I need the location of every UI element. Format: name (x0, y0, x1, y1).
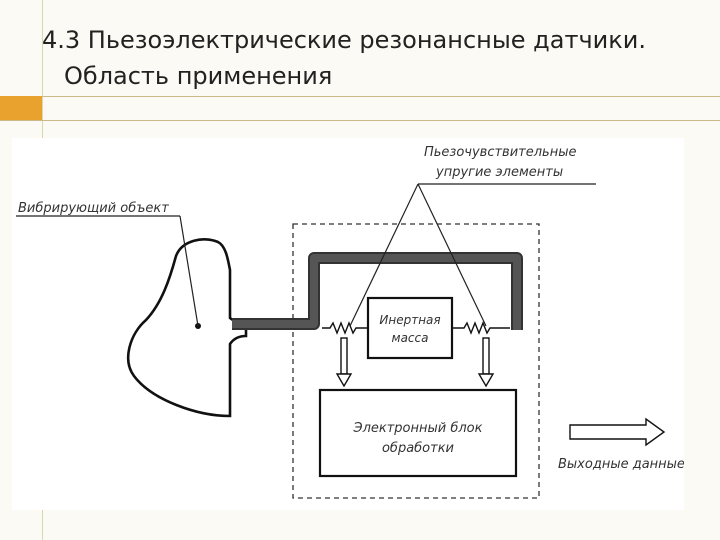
block-label-line-2: обработки (382, 441, 454, 456)
output-arrow (569, 417, 666, 447)
title-line-2: Область применения (64, 62, 333, 90)
elastic-frame-fill (232, 254, 521, 330)
inertial-mass-box (366, 296, 454, 360)
header-divider-bottom (0, 120, 720, 121)
sensor-diagram-svg: Инертная масса Пьезочувствительные упруг… (16, 145, 685, 499)
processing-block-box (318, 388, 518, 478)
left-signal-arrow-shaft (340, 337, 348, 375)
mass-label-line-2: масса (392, 331, 429, 345)
right-piezo-spring (452, 321, 510, 335)
right-signal-arrow-head (477, 373, 495, 388)
sensor-leader-left (349, 183, 419, 327)
object-label: Вибрирующий объект (18, 201, 169, 216)
vibrating-object-shape (126, 238, 248, 418)
sensor-label-line-2: упругие элементы (435, 165, 563, 180)
sensor-label-line-1: Пьезочувствительные (424, 145, 576, 160)
sensor-housing-outline (292, 223, 540, 499)
page-title: 4.3 Пьезоэлектрические резонансные датчи… (42, 22, 692, 94)
left-signal-arrow-head (335, 373, 353, 388)
sensor-diagram: Инертная масса Пьезочувствительные упруг… (12, 138, 685, 510)
sensor-leader-right (417, 183, 487, 327)
mass-label-line-1: Инертная (379, 313, 440, 327)
right-signal-arrow-shaft (482, 337, 490, 375)
left-piezo-spring (322, 321, 368, 335)
title-line-1: 4.3 Пьезоэлектрические резонансные датчи… (42, 26, 646, 54)
object-leader-line (179, 215, 199, 327)
output-label: Выходные данные (558, 457, 684, 472)
header-accent-block (0, 96, 42, 120)
header-divider-top (0, 96, 720, 97)
block-label-line-1: Электронный блок (353, 421, 483, 436)
